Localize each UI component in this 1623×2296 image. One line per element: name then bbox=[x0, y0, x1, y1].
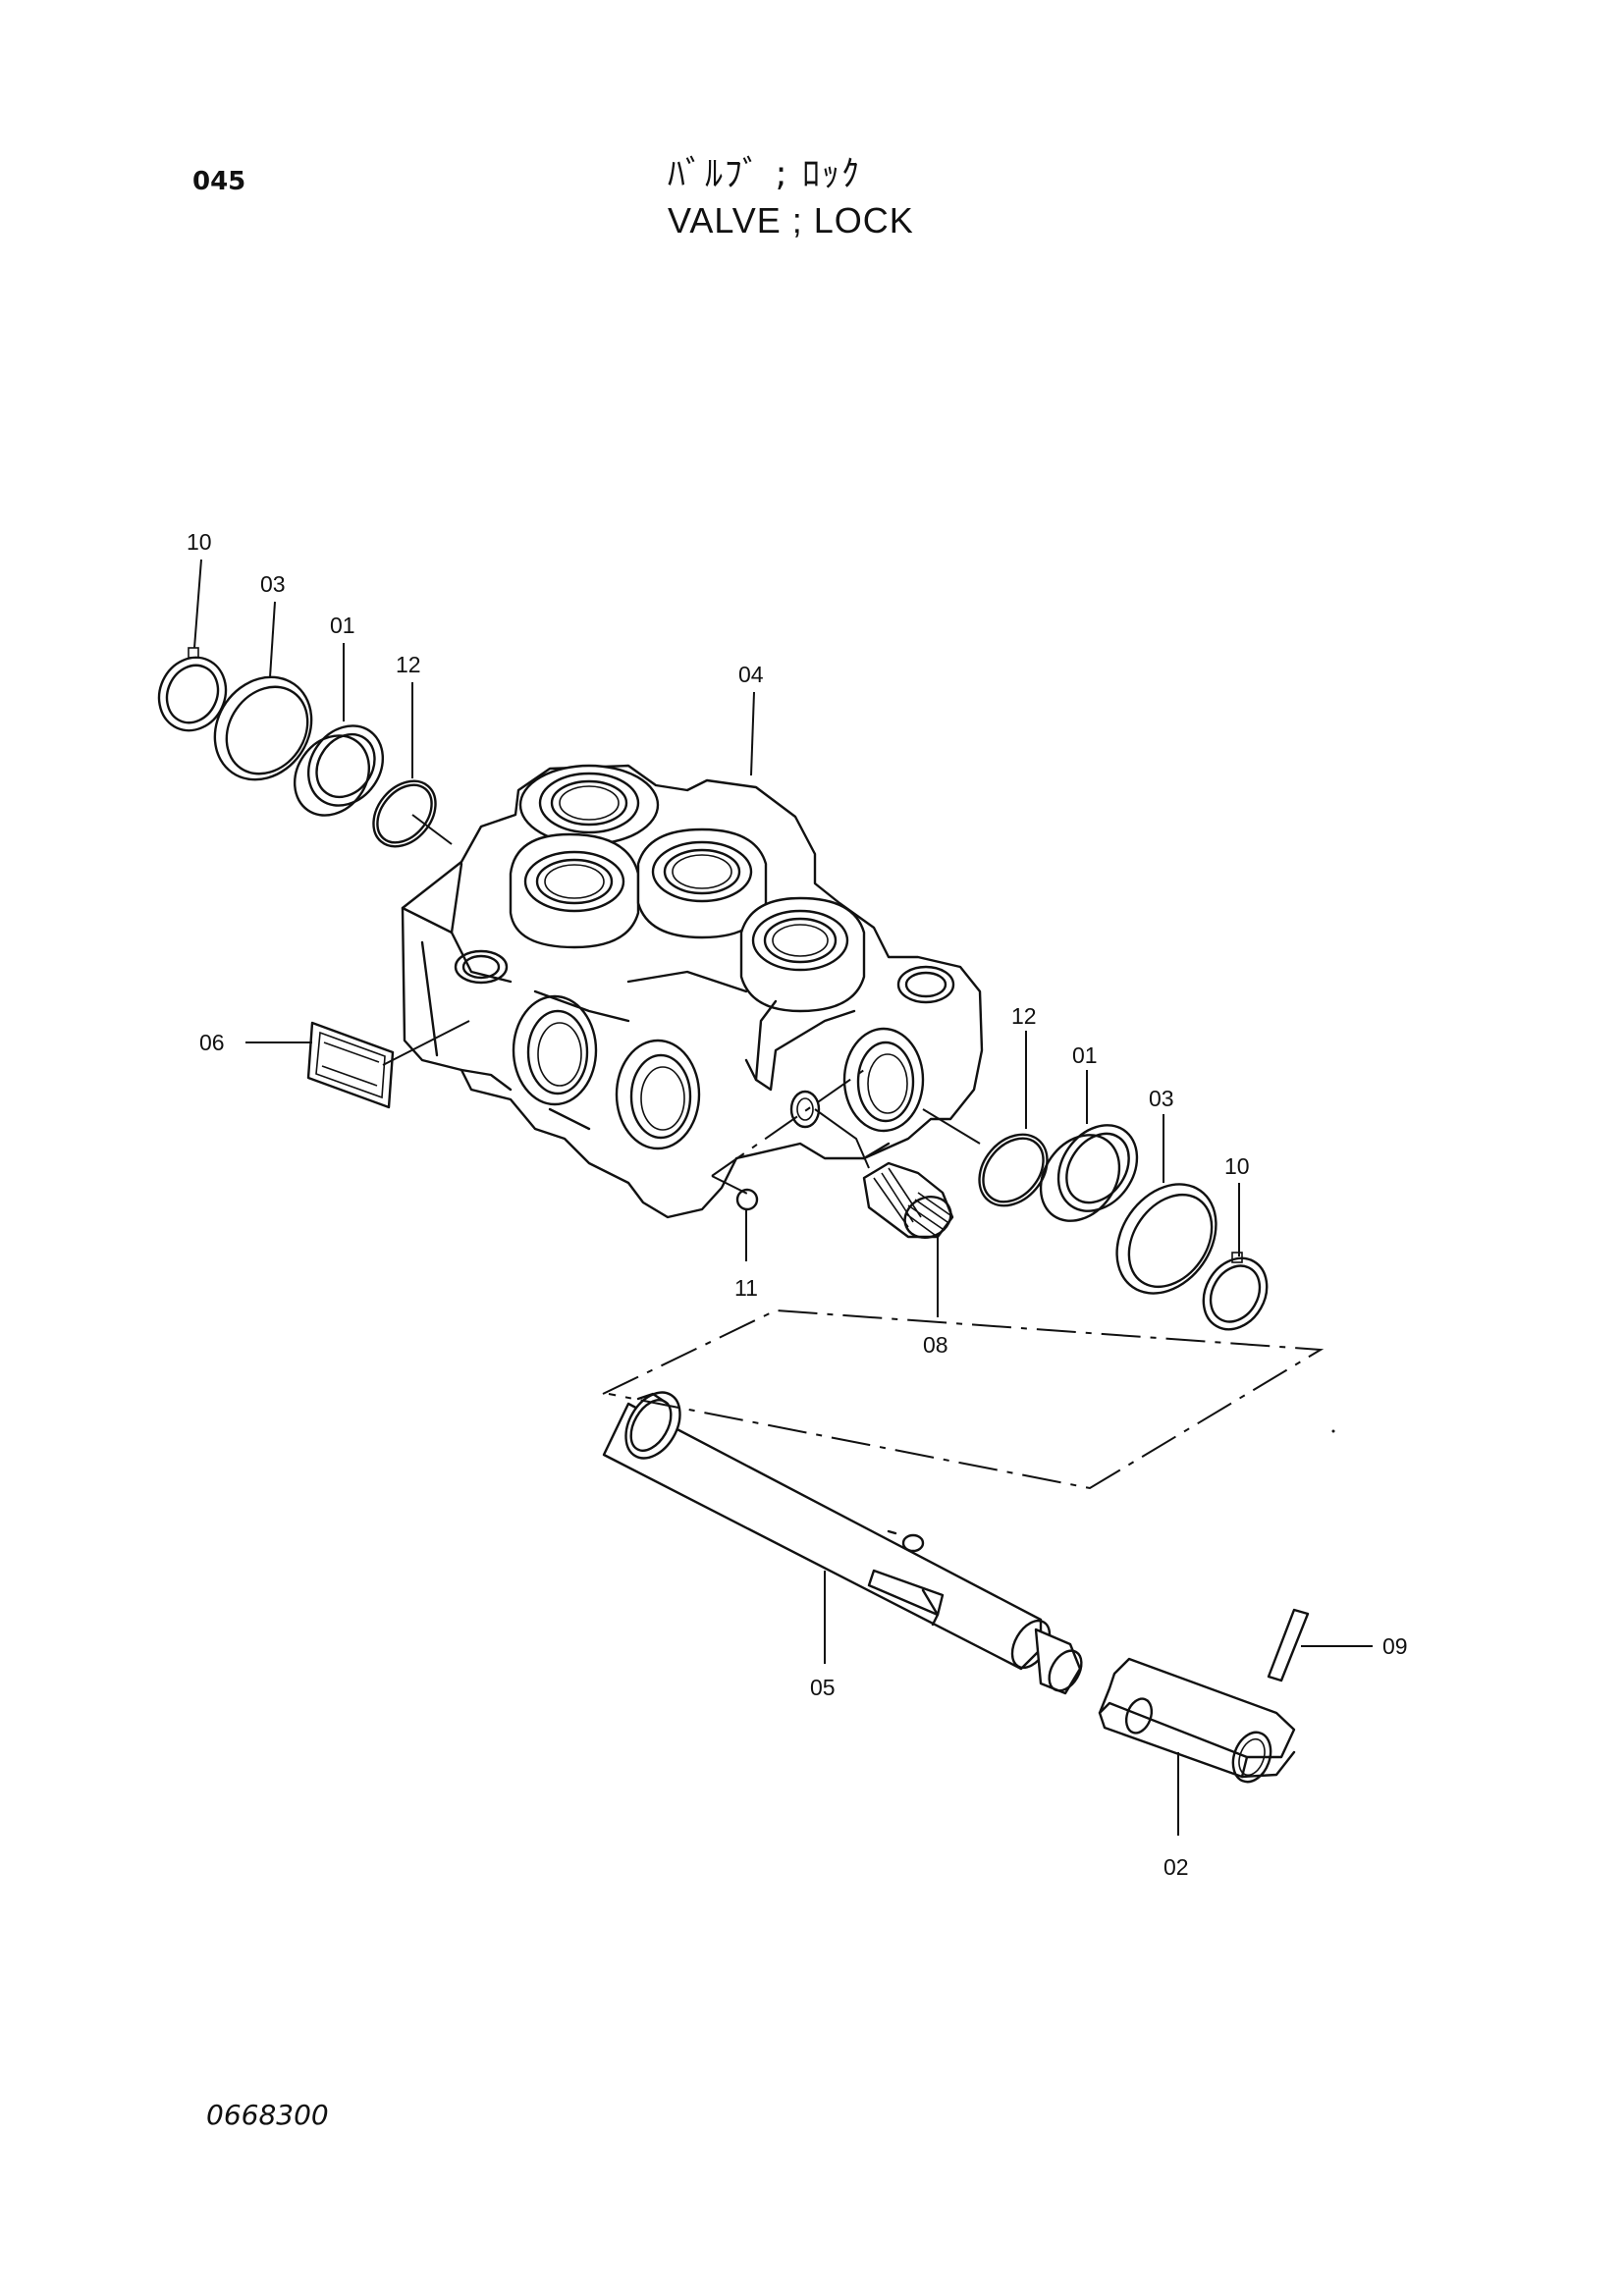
callout-04: 04 bbox=[738, 662, 764, 687]
callout-12-left: 12 bbox=[396, 652, 421, 677]
washer-left bbox=[213, 675, 313, 781]
lever bbox=[1098, 1657, 1296, 1784]
o-ring-left bbox=[372, 779, 437, 848]
spool-shaft bbox=[602, 1391, 1083, 1695]
callout-02: 02 bbox=[1163, 1854, 1189, 1880]
o-ring-right bbox=[978, 1133, 1049, 1207]
callout-11: 11 bbox=[734, 1275, 758, 1301]
plug bbox=[862, 1161, 954, 1239]
title-english: VALVE ; LOCK bbox=[668, 200, 914, 240]
callout-09: 09 bbox=[1382, 1633, 1408, 1659]
callout-03-left: 03 bbox=[260, 571, 286, 597]
callout-10-right: 10 bbox=[1224, 1153, 1250, 1179]
callout-08: 08 bbox=[923, 1332, 948, 1358]
page-number: 045 bbox=[192, 167, 246, 196]
callout-10-left: 10 bbox=[187, 529, 212, 555]
snap-ring-right bbox=[1202, 1252, 1269, 1331]
stray-dot bbox=[1331, 1429, 1335, 1433]
title-japanese: ﾊﾞﾙﾌﾞ ; ﾛｯｸ bbox=[668, 154, 862, 194]
drawing-number: 0668300 bbox=[206, 2099, 329, 2131]
assembly-line-spool bbox=[602, 1308, 1325, 1490]
callout-06: 06 bbox=[199, 1030, 225, 1055]
valve-body bbox=[401, 764, 984, 1219]
callout-01-right: 01 bbox=[1072, 1042, 1098, 1068]
pin bbox=[1267, 1608, 1310, 1682]
callout-12-right: 12 bbox=[1011, 1003, 1037, 1029]
washer-right bbox=[1115, 1183, 1217, 1295]
name-plate bbox=[306, 1021, 395, 1109]
leader-lines bbox=[193, 559, 1373, 1836]
callout-01-left: 01 bbox=[330, 613, 355, 638]
callout-05: 05 bbox=[810, 1675, 836, 1700]
bushing-left bbox=[293, 724, 385, 817]
snap-ring-left bbox=[157, 647, 228, 732]
assembly-line-body bbox=[711, 1069, 865, 1197]
bushing-right bbox=[1039, 1124, 1139, 1222]
callout-03-right: 03 bbox=[1149, 1086, 1174, 1111]
